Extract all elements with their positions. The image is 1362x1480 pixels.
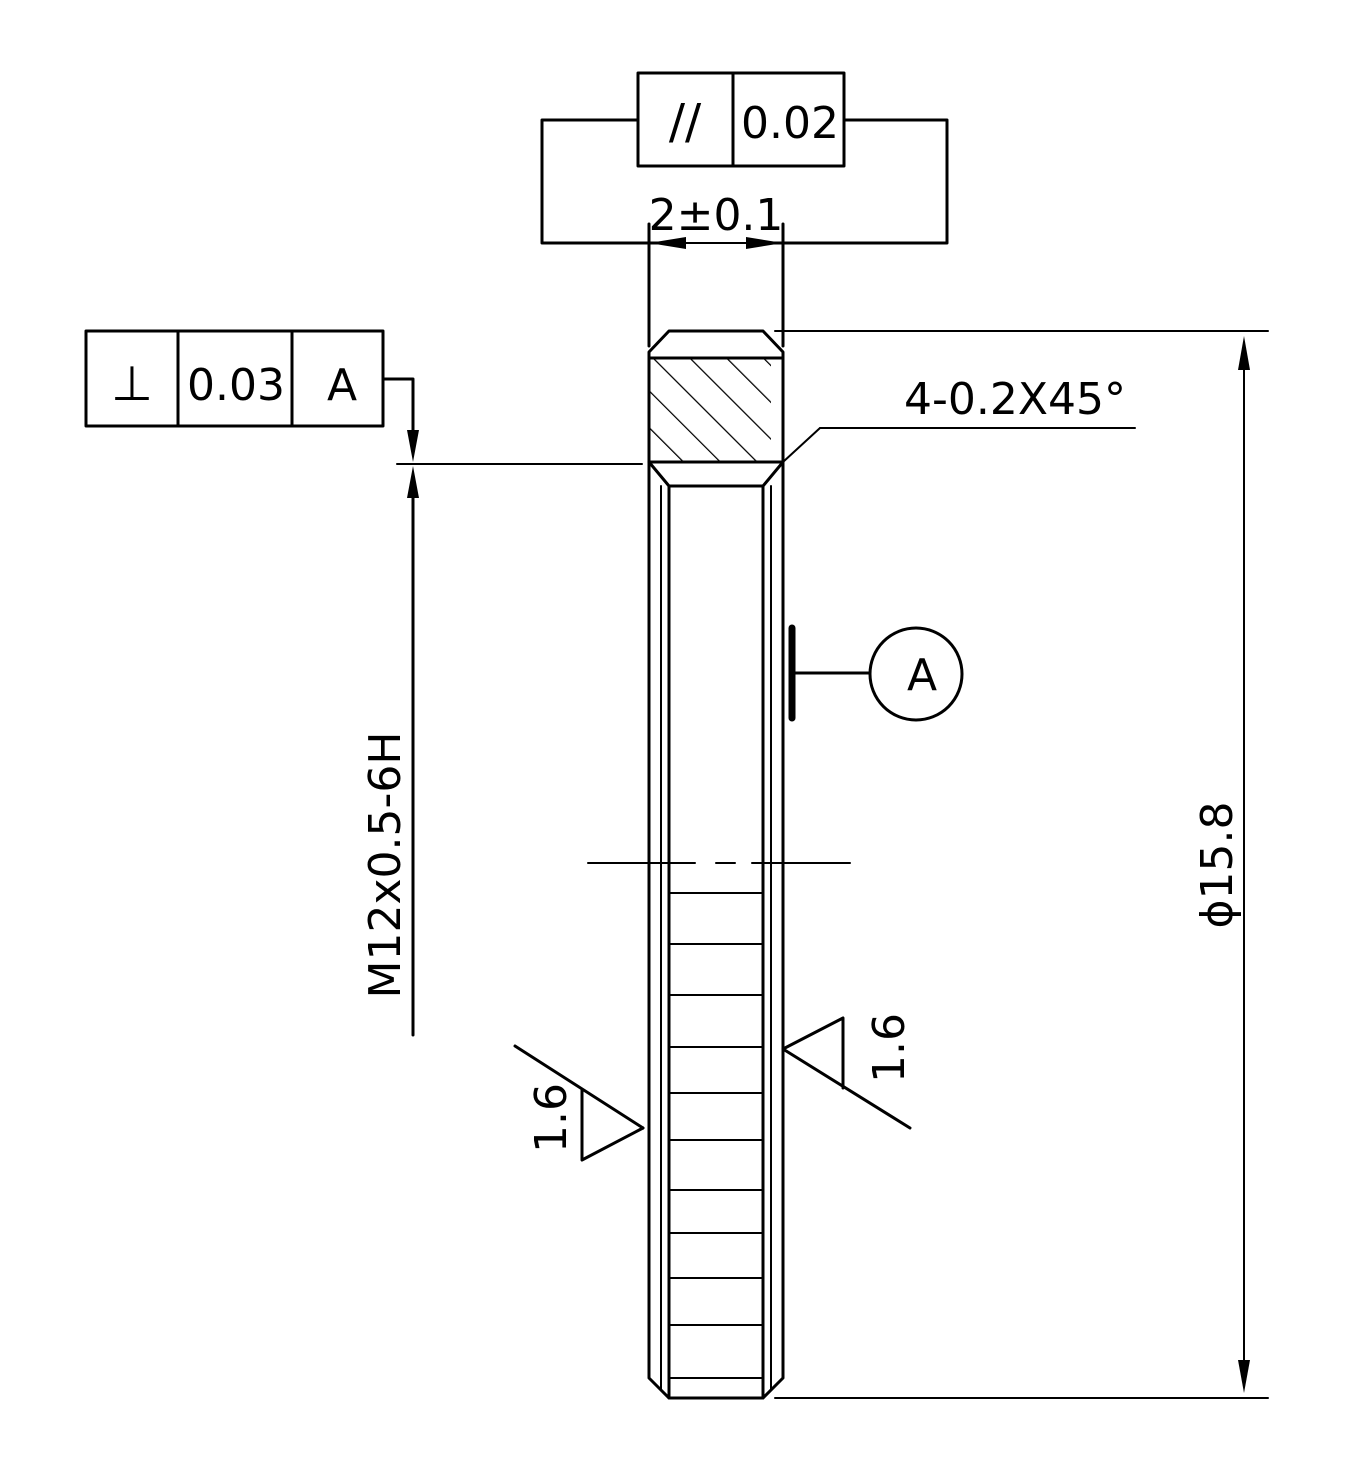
diameter-label: ϕ15.8 <box>1192 802 1243 929</box>
chamfer-callout: 4-0.2X45° <box>782 374 1136 463</box>
parallelism-symbol: // <box>669 94 702 150</box>
thread-label: M12x0.5-6H <box>360 732 411 999</box>
perpendicularity-datum: A <box>327 360 357 411</box>
roughness-right-label: 1.6 <box>864 1013 915 1083</box>
perpendicularity-tolerance: 0.03 <box>187 360 285 411</box>
thread-lines <box>668 892 764 1379</box>
surface-roughness-left: 1.6 <box>513 1044 645 1162</box>
surface-roughness-right: 1.6 <box>781 1013 915 1130</box>
parallelism-leader <box>540 118 949 245</box>
diameter-dimension: ϕ15.8 <box>774 330 1269 1399</box>
thickness-label: 2±0.1 <box>649 190 784 241</box>
perpendicularity-symbol: ⊥ <box>111 356 153 412</box>
chamfer-label: 4-0.2X45° <box>904 374 1126 425</box>
datum-symbol: A <box>788 624 964 722</box>
perpendicularity-frame: ⊥ 0.03 A <box>84 329 385 428</box>
part-section <box>647 329 785 1400</box>
roughness-left-label: 1.6 <box>526 1083 577 1153</box>
thickness-dimension: 2±0.1 <box>647 190 785 348</box>
datum-label: A <box>907 650 937 701</box>
parallelism-tolerance: 0.02 <box>741 98 839 149</box>
perpendicularity-leader <box>381 377 643 1037</box>
hatched-section <box>649 358 771 462</box>
parallelism-frame: // 0.02 <box>636 71 846 168</box>
